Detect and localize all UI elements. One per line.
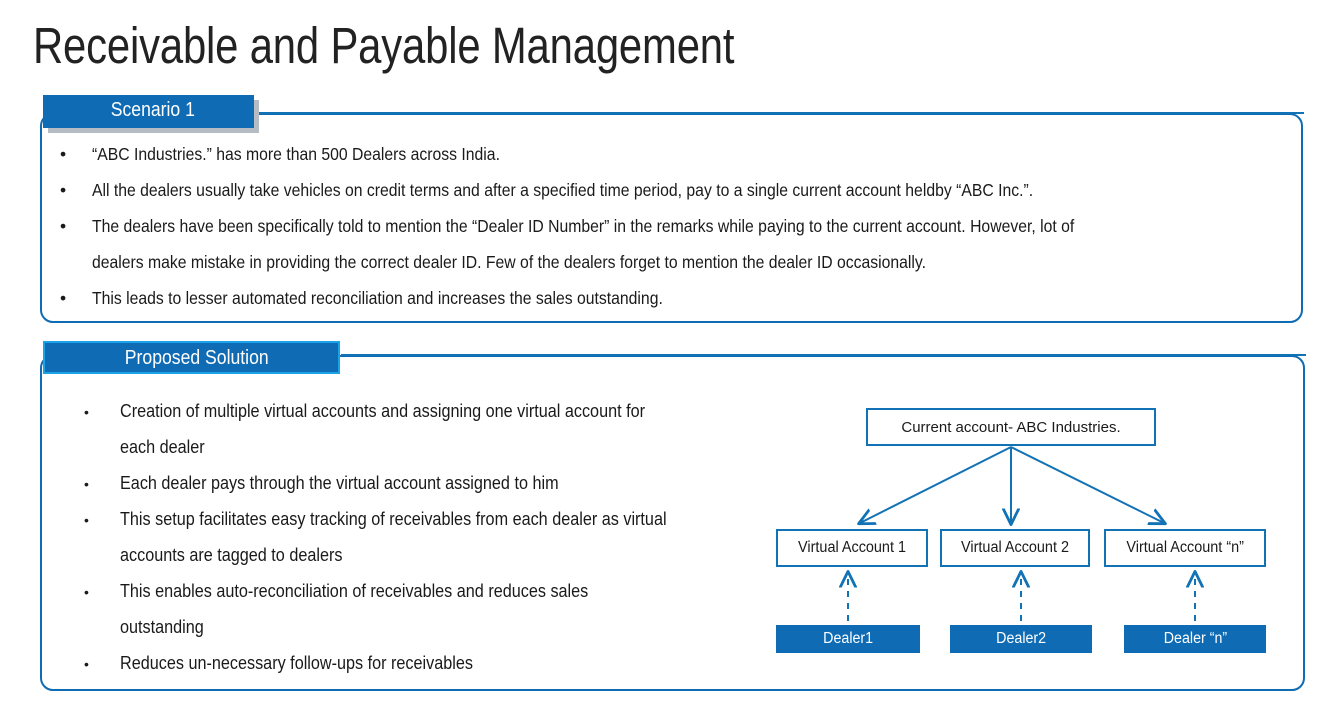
bullet-text: The dealers have been specifically told … <box>92 216 1075 236</box>
solution-tab-connector-line <box>341 354 1306 356</box>
bullet-text: Reduces un-necessary follow-ups for rece… <box>120 653 473 673</box>
scenario-tab-label: Scenario 1 <box>110 99 195 121</box>
dealer-n-label: Dealer “n” <box>1163 630 1227 647</box>
dealer-2-label: Dealer2 <box>996 630 1046 647</box>
bullet-text-continued: outstanding <box>120 617 204 637</box>
list-item: This enables auto-reconciliation of rece… <box>76 573 727 645</box>
bullet-text: All the dealers usually take vehicles on… <box>92 180 1034 200</box>
virtual-account-n-box: Virtual Account “n” <box>1104 529 1266 567</box>
bullet-text: “ABC Industries.” has more than 500 Deal… <box>92 144 500 164</box>
bullet-text-continued: accounts are tagged to dealers <box>120 545 343 565</box>
list-item: All the dealers usually take vehicles on… <box>48 172 1183 208</box>
bullet-text-continued: each dealer <box>120 437 205 457</box>
bullet-text: Each dealer pays through the virtual acc… <box>120 473 559 493</box>
list-item: Reduces un-necessary follow-ups for rece… <box>76 645 727 682</box>
virtual-account-n-label: Virtual Account “n” <box>1126 539 1244 556</box>
dealer-1-label: Dealer1 <box>823 630 873 647</box>
virtual-account-2-label: Virtual Account 2 <box>961 539 1069 556</box>
list-item: This leads to lesser automated reconcili… <box>48 280 1183 316</box>
solution-bullet-list: Creation of multiple virtual accounts an… <box>76 393 727 682</box>
virtual-account-1-box: Virtual Account 1 <box>776 529 928 567</box>
bullet-text: This enables auto-reconciliation of rece… <box>120 581 589 601</box>
dealer-2-box: Dealer2 <box>950 625 1092 653</box>
bullet-text: Creation of multiple virtual accounts an… <box>120 401 645 421</box>
solution-tab-label: Proposed Solution <box>124 347 269 369</box>
list-item: This setup facilitates easy tracking of … <box>76 501 727 573</box>
scenario-tab-connector-line <box>255 112 1304 114</box>
bullet-text: This leads to lesser automated reconcili… <box>92 288 663 308</box>
list-item: The dealers have been specifically told … <box>48 208 1183 280</box>
bullet-text: This setup facilitates easy tracking of … <box>120 509 667 529</box>
scenario-bullet-list: “ABC Industries.” has more than 500 Deal… <box>48 136 1183 316</box>
arrow-current-to-va1 <box>860 446 1012 523</box>
virtual-account-diagram: Current account- ABC Industries. Virtual… <box>760 395 1290 675</box>
dealer-n-box: Dealer “n” <box>1124 625 1266 653</box>
list-item: Each dealer pays through the virtual acc… <box>76 465 727 502</box>
virtual-account-2-box: Virtual Account 2 <box>940 529 1090 567</box>
virtual-account-1-label: Virtual Account 1 <box>798 539 906 556</box>
current-account-label: Current account- ABC Industries. <box>901 418 1121 436</box>
arrow-current-to-van <box>1010 446 1164 523</box>
page-title: Receivable and Payable Management <box>33 17 735 74</box>
scenario-tab-badge: Scenario 1 <box>43 95 254 128</box>
list-item: Creation of multiple virtual accounts an… <box>76 393 727 465</box>
dealer-1-box: Dealer1 <box>776 625 920 653</box>
diagram-arrows <box>760 446 1290 621</box>
proposed-solution-tab-badge: Proposed Solution <box>43 341 340 374</box>
current-account-box: Current account- ABC Industries. <box>866 408 1156 446</box>
list-item: “ABC Industries.” has more than 500 Deal… <box>48 136 1183 172</box>
bullet-text-continued: dealers make mistake in providing the co… <box>92 252 927 272</box>
